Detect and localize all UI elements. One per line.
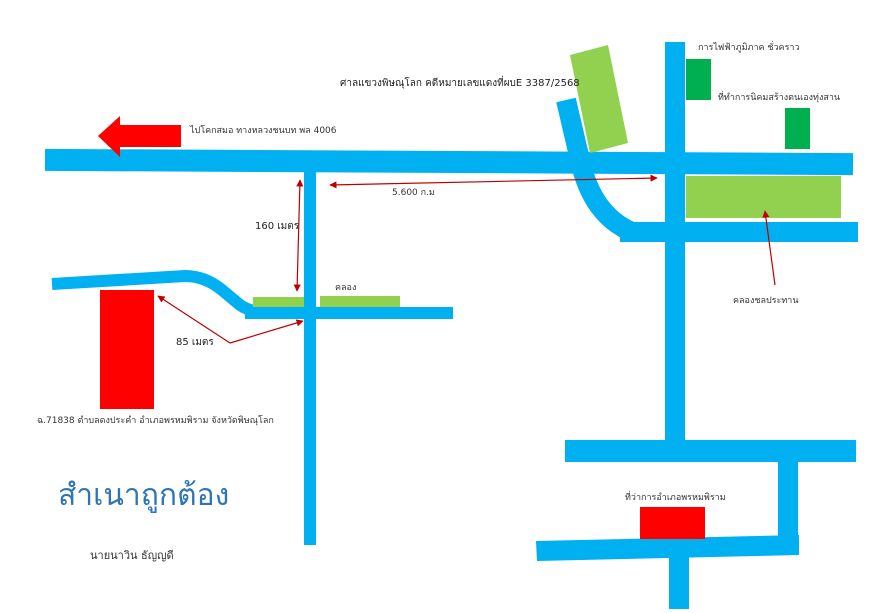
road-left-curve	[51, 269, 310, 318]
label-distance-160: 160 เมตร	[255, 221, 300, 232]
label-court-case: ศาลแขวงพิษณุโลก คดีหมายเลขแดงที่ผบE 3387…	[340, 78, 580, 89]
dimension-160	[293, 179, 304, 292]
dimension-5600	[329, 174, 658, 189]
dimension-lines	[157, 174, 776, 344]
signer-name: นายนาวิน ธัญญดี	[90, 549, 174, 562]
label-electricity-office: การไฟฟ้าภูมิภาค ชั่วคราว	[698, 43, 800, 53]
left-arrow-icon	[98, 116, 181, 157]
road-lower-right-vertical	[778, 460, 798, 546]
irrigation-canal-pointer	[762, 210, 776, 286]
canal-right	[686, 176, 841, 218]
road-lower-horizontal	[565, 440, 856, 462]
label-irrigation-canal: คลองชลประทาน	[733, 296, 799, 306]
label-canal: คลอง	[335, 283, 357, 293]
settlement-office-marker	[785, 108, 810, 149]
canal-upper	[570, 45, 628, 153]
certified-copy-stamp: สำเนาถูกต้อง	[58, 478, 230, 513]
road-left-vertical	[304, 165, 316, 545]
label-distance-main: 5.600 ก.ม	[392, 188, 435, 198]
road-curve-to-east	[556, 97, 637, 242]
main-highway	[44, 148, 854, 176]
label-to-khok-samo: ไปโคกสมอ ทางหลวงชนบท พล 4006	[190, 126, 337, 136]
road-right-vertical	[665, 42, 685, 446]
label-district-office: ที่ว่าการอำเภอพรหมพิราม	[625, 493, 726, 503]
road-bottom-stub	[669, 555, 689, 609]
land-parcel	[100, 290, 154, 409]
canal-small-right	[320, 296, 400, 307]
road-east-branch	[620, 222, 858, 242]
label-distance-85: 85 เมตร	[176, 337, 214, 348]
road-bottom	[536, 535, 799, 561]
district-office-marker	[640, 507, 705, 539]
dimension-85-left	[157, 295, 231, 344]
electricity-office-marker	[686, 59, 711, 100]
canal-small-left	[253, 297, 304, 307]
label-settlement-office: ที่ทำการนิคมสร้างตนเองทุ่งสาน	[718, 93, 841, 103]
dimension-85-right	[229, 319, 304, 344]
label-land-parcel: ฉ.71838 ตำบลดงประคำ อำเภอพรหมพิราม จังหว…	[37, 416, 274, 426]
